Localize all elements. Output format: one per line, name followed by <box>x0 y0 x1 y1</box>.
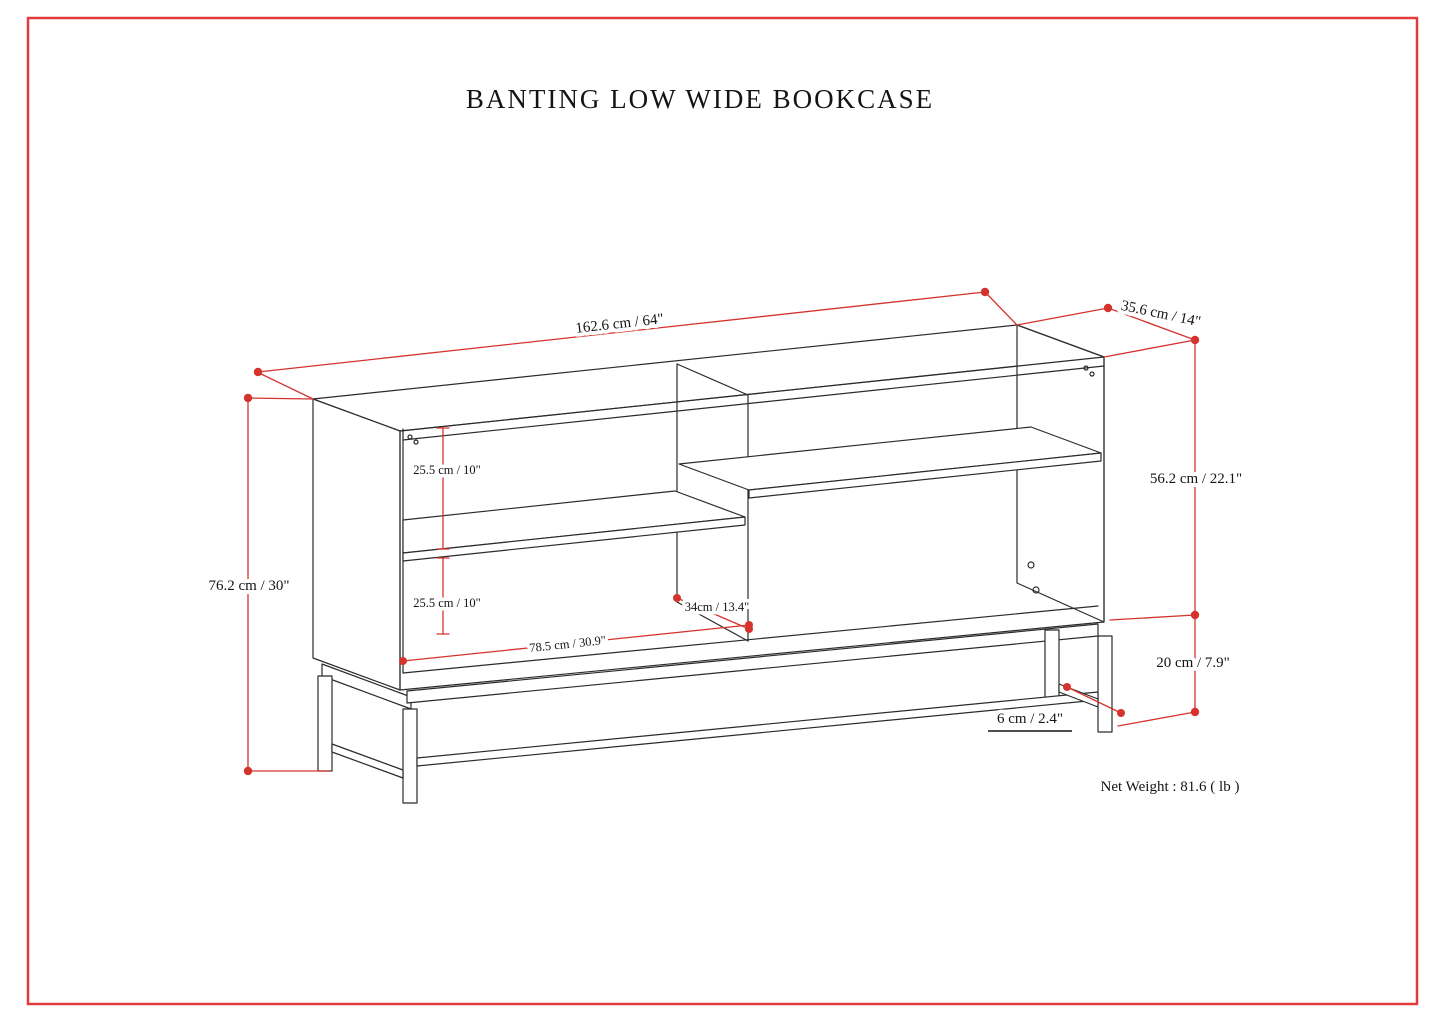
cabinet-front-outline <box>399 356 1105 691</box>
dim-base-height-label: 20 cm / 7.9" <box>1156 655 1230 671</box>
dim-lower-opening-label: 25.5 cm / 10" <box>413 596 481 610</box>
base-rail-front <box>406 623 1099 704</box>
net-weight-note: Net Weight : 81.6 ( lb ) <box>1101 779 1240 795</box>
interior-top-edge <box>402 365 1105 441</box>
base-leg-back-left <box>317 675 333 772</box>
base-leg-front-left <box>402 708 418 804</box>
dim-interior-width-label: 78.5 cm / 30.9" <box>529 633 607 655</box>
base-leg-back-right <box>1044 629 1060 699</box>
dimension-interior-width: 78.5 cm / 30.9" <box>399 621 753 665</box>
page-border <box>26 16 1419 1006</box>
bookcase-cabinet <box>312 324 1105 691</box>
shelf-pin-hole <box>1027 561 1035 569</box>
dim-cabinet-height-label: 56.2 cm / 22.1" <box>1150 471 1242 487</box>
dimension-interior-depth: 34cm / 13.4" <box>673 594 753 633</box>
dimension-overall-height: 76.2 cm / 30" <box>204 393 331 776</box>
base-leg-front-right <box>1097 635 1113 733</box>
metal-base-frame <box>317 623 1113 804</box>
cabinet-left-panel <box>312 398 401 691</box>
dimension-cabinet-height: 56.2 cm / 22.1" 20 cm / 7.9" <box>1109 339 1246 727</box>
dimension-upper-opening: 25.5 cm / 10" <box>410 427 484 550</box>
hardware-mark <box>1089 371 1095 377</box>
page-title: BANTING LOW WIDE BOOKCASE <box>466 84 934 114</box>
cabinet-right-panel-inner <box>1016 324 1105 623</box>
shelf-left <box>402 490 746 562</box>
dim-depth-label: 35.6 cm / 14" <box>1119 298 1202 331</box>
base-stretcher-front <box>416 691 1099 767</box>
base-stretcher-left <box>331 743 404 779</box>
dim-width-label: 162.6 cm / 64" <box>575 311 665 337</box>
dim-upper-opening-label: 25.5 cm / 10" <box>413 463 481 477</box>
dim-overall-height-label: 76.2 cm / 30" <box>208 578 289 594</box>
interior-floor-edge <box>402 605 1099 674</box>
center-divider <box>676 363 749 642</box>
shelf-pin-hole <box>1032 586 1040 594</box>
hardware-mark <box>407 434 413 440</box>
hardware-mark <box>413 439 419 445</box>
hardware-mark <box>1083 365 1089 371</box>
dimension-lower-opening: 25.5 cm / 10" <box>410 557 484 635</box>
dim-leg-width-label: 6 cm / 2.4" <box>997 711 1063 727</box>
dim-interior-depth-label: 34cm / 13.4" <box>685 600 749 614</box>
shelf-right <box>678 426 1102 499</box>
